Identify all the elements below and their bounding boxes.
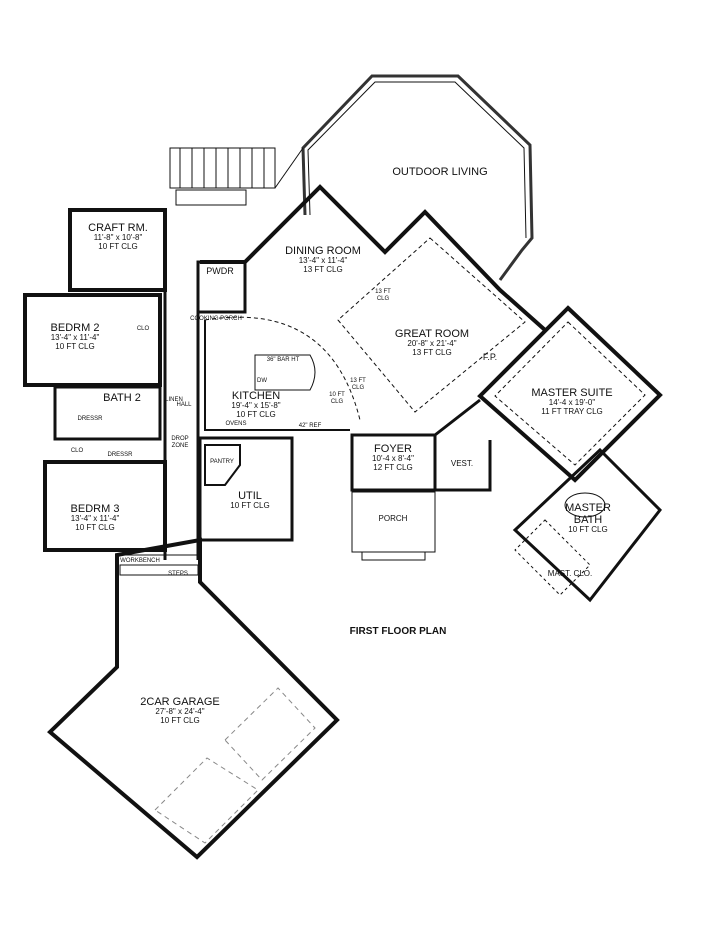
master-suite-outline bbox=[477, 305, 663, 483]
room-size: 13'-4" x 11'-4" bbox=[70, 514, 120, 524]
room-size: 13'-4" x 11'-4" bbox=[298, 256, 348, 266]
bath2-walls bbox=[53, 385, 162, 441]
room-bath2: BATH 2 bbox=[103, 392, 141, 404]
room-ceiling: 11 FT TRAY CLG bbox=[541, 406, 603, 416]
closet-label: CLO bbox=[136, 326, 150, 332]
room-size: 27'-8" x 24'-4" bbox=[155, 707, 205, 717]
room-name: 2CAR GARAGE bbox=[140, 696, 220, 708]
room-size: 13'-4" x 11'-4" bbox=[50, 333, 100, 343]
vestibule-label: VEST. bbox=[450, 459, 474, 468]
room-ceiling: 12 FT CLG bbox=[373, 462, 413, 472]
room-craft: CRAFT RM. 11'-8" x 10'-8" 10 FT CLG bbox=[88, 222, 148, 252]
room-name: UTIL bbox=[238, 490, 262, 502]
deck-stairs bbox=[169, 147, 304, 206]
pantry-label: PANTRY bbox=[210, 459, 234, 465]
master-bath-outline bbox=[512, 447, 662, 603]
hall-label: HALL bbox=[176, 402, 192, 408]
pantry-outline bbox=[204, 444, 241, 486]
room-master-suite: MASTER SUITE 14'-4 x 19'-0" 11 FT TRAY C… bbox=[531, 387, 612, 417]
util-walls bbox=[198, 436, 294, 542]
cooking-porch-label: COOKING PORCH bbox=[190, 316, 242, 322]
room-name: GREAT ROOM bbox=[394, 328, 470, 340]
room-porch: PORCH bbox=[378, 514, 408, 524]
room-ceiling: 13 FT CLG bbox=[303, 264, 343, 274]
room-name: KITCHEN bbox=[231, 390, 281, 402]
ovens-label: OVENS bbox=[225, 421, 247, 427]
room-ceiling: 10 FT CLG bbox=[230, 501, 270, 511]
room-size: 20'-8" x 21'-4" bbox=[407, 339, 457, 349]
bedrm2-walls bbox=[23, 293, 162, 387]
room-size: 14'-4 x 19'-0" bbox=[548, 398, 596, 408]
steps-label: STEPS bbox=[168, 571, 188, 577]
room-garage: 2CAR GARAGE 27'-8" x 24'-4" 10 FT CLG bbox=[140, 696, 219, 726]
room-name: BATH 2 bbox=[103, 392, 141, 404]
ref-label: 42" REF bbox=[298, 423, 322, 429]
ceiling-note-13-b: 13 FT CLG bbox=[350, 378, 366, 391]
garage-walls bbox=[47, 537, 340, 860]
plan-title: FIRST FLOOR PLAN bbox=[349, 626, 447, 637]
linen-label: LINEN bbox=[165, 397, 183, 403]
craft-room-walls bbox=[68, 208, 167, 292]
dresser-label-2: DRESSR bbox=[107, 452, 133, 458]
room-name: BEDRM 3 bbox=[70, 503, 120, 515]
room-bedrm3: BEDRM 3 13'-4" x 11'-4" 10 FT CLG bbox=[71, 503, 120, 533]
room-ceiling: 13 FT CLG bbox=[412, 347, 452, 357]
fireplace-label: F.P. bbox=[482, 352, 498, 362]
room-ceiling: 10 FT CLG bbox=[568, 525, 608, 535]
foyer-walls bbox=[350, 433, 437, 492]
closet-label-2: CLO bbox=[70, 448, 84, 454]
workbench-label: WORKBENCH bbox=[120, 558, 160, 564]
ceiling-note-10: 10 FT CLG bbox=[329, 392, 345, 405]
room-ceiling: 10 FT CLG bbox=[98, 241, 138, 251]
pwdr-label: PWDR bbox=[206, 266, 234, 276]
outdoor-living-outline bbox=[301, 74, 534, 281]
room-util: UTIL 10 FT CLG bbox=[230, 490, 269, 511]
room-great: GREAT ROOM 20'-8" x 21'-4" 13 FT CLG bbox=[395, 328, 469, 358]
pwdr-walls bbox=[196, 260, 247, 314]
room-name: MASTER BATH bbox=[565, 502, 611, 527]
room-outdoor-living: OUTDOOR LIVING bbox=[392, 166, 487, 178]
room-name: CRAFT RM. bbox=[88, 222, 148, 234]
room-name: PORCH bbox=[378, 514, 408, 523]
room-ceiling: 10 FT CLG bbox=[236, 409, 276, 419]
master-closet-label: MAST. CLO. bbox=[547, 569, 593, 578]
room-name: MASTER SUITE bbox=[531, 387, 613, 399]
room-dining: DINING ROOM 13'-4" x 11'-4" 13 FT CLG bbox=[285, 245, 361, 275]
dresser-label: DRESSR bbox=[77, 416, 103, 422]
room-size: 11'-8" x 10'-8" bbox=[93, 233, 143, 243]
garage-car-bays bbox=[154, 687, 316, 844]
room-size: 10'-4 x 8'-4" bbox=[372, 454, 414, 464]
drop-zone-label: DROP ZONE bbox=[171, 436, 189, 449]
room-foyer: FOYER 10'-4 x 8'-4" 12 FT CLG bbox=[372, 443, 414, 473]
room-master-bath: MASTER BATH 10 FT CLG bbox=[558, 502, 618, 535]
room-bedrm2: BEDRM 2 13'-4" x 11'-4" 10 FT CLG bbox=[51, 322, 100, 352]
dw-label: DW bbox=[257, 378, 267, 384]
ceiling-note-13: 13 FT CLG bbox=[375, 289, 391, 302]
room-kitchen: KITCHEN 19'-4" x 15'-8" 10 FT CLG bbox=[231, 390, 280, 420]
dining-wall bbox=[200, 184, 547, 332]
room-name: BEDRM 2 bbox=[50, 322, 100, 334]
great-room-outline bbox=[337, 237, 526, 413]
room-name: OUTDOOR LIVING bbox=[392, 166, 488, 178]
room-name: FOYER bbox=[374, 443, 412, 455]
room-size: 19'-4" x 15'-8" bbox=[231, 401, 281, 411]
room-ceiling: 10 FT CLG bbox=[55, 341, 95, 351]
bar-label: 36" BAR HT bbox=[266, 357, 300, 363]
room-name: DINING ROOM bbox=[285, 245, 361, 257]
room-ceiling: 10 FT CLG bbox=[75, 522, 115, 532]
kitchen-island bbox=[254, 354, 316, 391]
room-ceiling: 10 FT CLG bbox=[160, 715, 200, 725]
